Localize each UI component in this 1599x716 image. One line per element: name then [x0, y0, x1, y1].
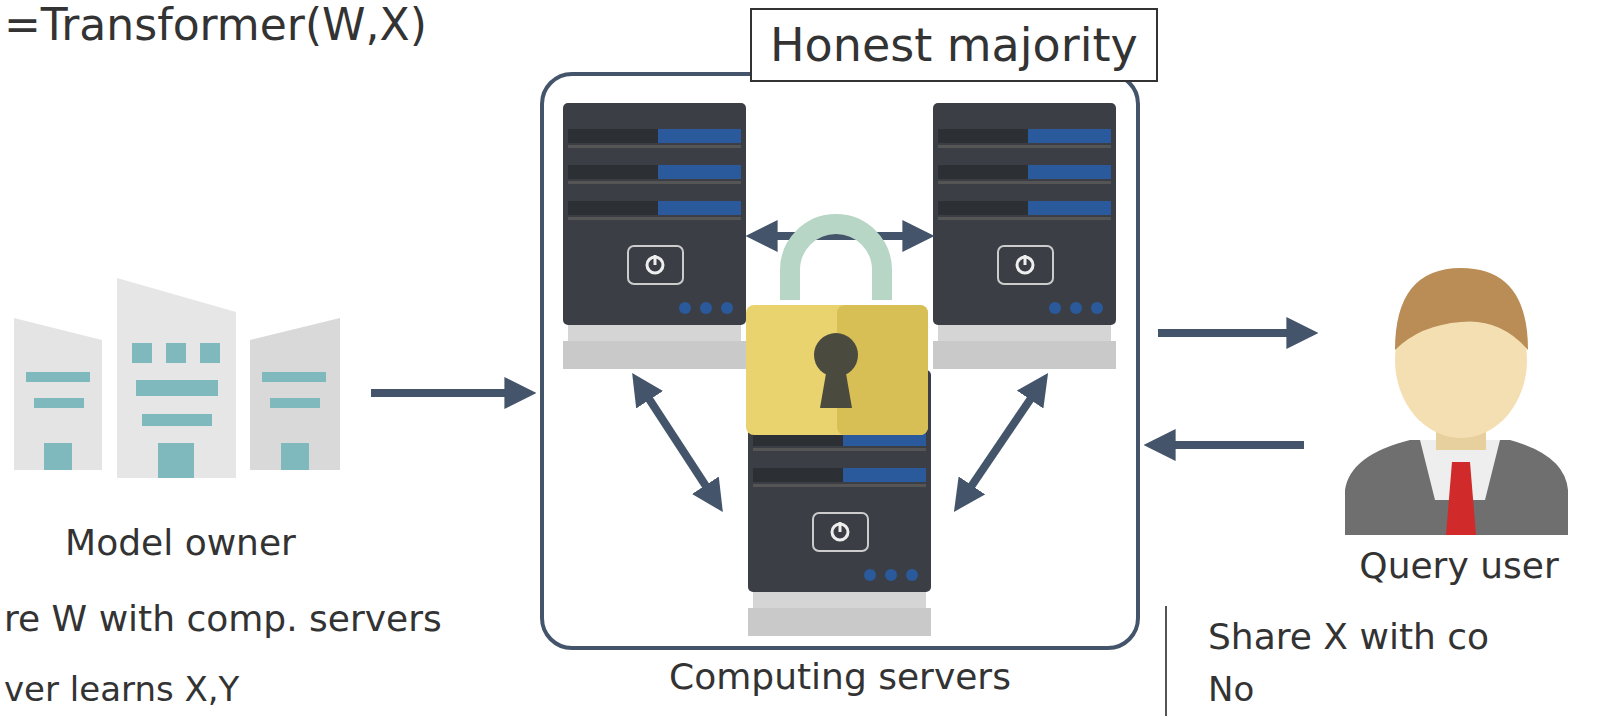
- actor-node: Query user: [1322, 265, 1596, 595]
- formula-text: =Transformer(W,X): [4, 0, 427, 51]
- flow-arrow: [371, 389, 522, 397]
- building-icon: [14, 278, 340, 478]
- node-label: Model owner: [8, 522, 353, 563]
- node-label: Query user: [1322, 545, 1596, 586]
- server-group: Honest majorityComputing servers: [540, 72, 1140, 650]
- group-heading: Honest majority: [750, 8, 1158, 82]
- person-icon: [1345, 268, 1568, 535]
- note-text: Share X with co: [1208, 616, 1489, 657]
- server-icon: [563, 103, 746, 369]
- divider-line: [1165, 606, 1167, 716]
- lock-icon: [746, 224, 928, 435]
- flow-arrow: [1158, 329, 1304, 337]
- server-icon: [933, 103, 1116, 369]
- note-text: ver learns X,Y: [4, 670, 239, 709]
- flow-arrow: [1158, 441, 1304, 449]
- note-text: No: [1208, 670, 1254, 709]
- server-link: [640, 236, 1040, 500]
- note-text: re W with comp. servers: [4, 598, 442, 639]
- actor-node: Model owner: [8, 280, 353, 580]
- node-label: Computing servers: [544, 656, 1136, 697]
